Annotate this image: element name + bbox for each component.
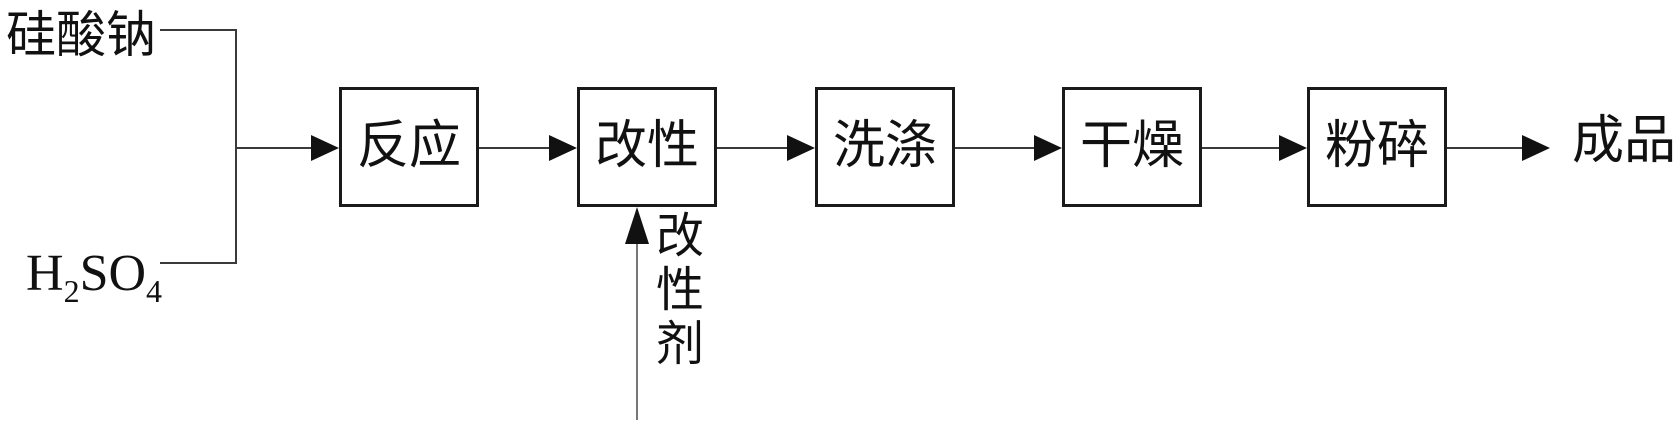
- process-box-reaction: 反应: [339, 87, 479, 207]
- input-bracket-line: [160, 29, 237, 264]
- arrowhead-icon: [311, 135, 339, 161]
- formula-subscript: 4: [146, 273, 163, 309]
- arrowhead-icon: [1034, 135, 1062, 161]
- arrowhead-icon: [1279, 135, 1307, 161]
- input-label-sodium-silicate: 硅酸钠: [6, 7, 156, 63]
- arrowhead-icon: [1522, 135, 1550, 161]
- process-box-crushing: 粉碎: [1307, 87, 1447, 207]
- input-label-h2so4: H2SO4: [26, 245, 163, 309]
- arrowhead-up-icon: [625, 207, 649, 244]
- arrowhead-icon: [549, 135, 577, 161]
- side-input-label-modifier: 改性剂: [648, 210, 701, 372]
- output-label-finished-product: 成品: [1572, 113, 1677, 170]
- process-box-drying: 干燥: [1062, 87, 1202, 207]
- formula-part: SO: [79, 245, 147, 302]
- formula-part: H: [26, 245, 64, 302]
- arrowhead-icon: [787, 135, 815, 161]
- process-box-modification: 改性: [577, 87, 717, 207]
- process-box-washing: 洗涤: [815, 87, 955, 207]
- formula-subscript: 2: [63, 273, 80, 309]
